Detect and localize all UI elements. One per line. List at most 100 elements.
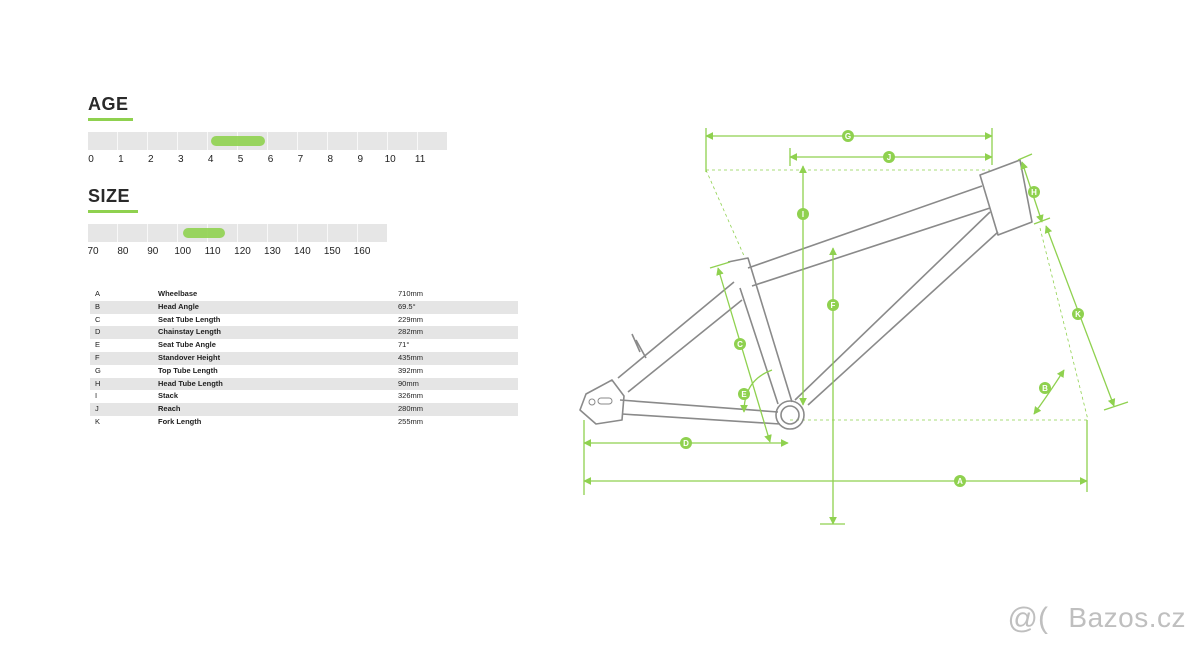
svg-text:E: E (741, 390, 747, 399)
age-scale-cell (118, 132, 148, 150)
spec-name: Fork Length (158, 416, 202, 426)
age-scale-cell (88, 132, 118, 150)
spec-name: Top Tube Length (158, 365, 218, 375)
size-scale-cell (208, 224, 238, 242)
size-scale-cell (118, 224, 148, 242)
dimension-label-h: H (1028, 186, 1040, 198)
size-tick-label: 110 (204, 246, 221, 257)
top-tube (747, 185, 991, 287)
age-tick-label: 10 (384, 154, 396, 165)
spec-value: 255mm (398, 416, 424, 426)
dimension-label-c: C (734, 338, 746, 350)
age-tick-label: 8 (327, 154, 334, 165)
age-scale-bar (88, 132, 447, 150)
age-tick-label: 2 (148, 154, 154, 165)
age-scale-cell (298, 132, 328, 150)
spec-code: G (95, 365, 101, 375)
head-tube (979, 159, 1033, 236)
spec-value: 435mm (398, 352, 424, 362)
spec-name: Seat Tube Angle (158, 340, 216, 350)
age-scale-cell (268, 132, 298, 150)
size-tick-label: 160 (353, 246, 371, 257)
age-scale-cell (328, 132, 358, 150)
spec-code: A (95, 289, 101, 298)
age-tick-label: 5 (237, 154, 244, 165)
svg-text:D: D (683, 439, 689, 448)
svg-text:K: K (1075, 310, 1081, 319)
dimension-lines (583, 128, 1129, 525)
spec-value: 90mm (398, 378, 419, 388)
spec-value: 71° (398, 340, 410, 350)
seat-tube (727, 257, 793, 405)
bike-frame (579, 159, 1033, 430)
age-tick-label: 4 (207, 154, 214, 165)
spec-value: 69.5° (398, 301, 416, 311)
spec-code: C (95, 314, 101, 324)
size-tick-label: 90 (147, 246, 159, 257)
dimension-label-k: K (1072, 308, 1084, 320)
dimension-label-i: I (797, 208, 809, 220)
dimension-labels: G J I F C E D A H K B (680, 130, 1084, 487)
svg-text:C: C (737, 340, 743, 349)
age-title: AGE (88, 94, 129, 114)
chain-stay (619, 399, 781, 425)
spec-code: E (95, 340, 101, 350)
age-tick-label: 1 (118, 154, 124, 165)
dimension-label-j: J (883, 151, 895, 163)
size-tick-label: 70 (87, 246, 99, 257)
size-scale-cell (148, 224, 178, 242)
svg-text:B: B (1042, 384, 1048, 393)
dimension-label-b: B (1039, 382, 1051, 394)
dropout-details (588, 397, 613, 406)
size-tick-label: 130 (264, 246, 281, 257)
watermark-text: Bazos.cz (1068, 602, 1186, 633)
svg-text:I: I (802, 210, 804, 219)
svg-text:G: G (845, 132, 851, 141)
svg-text:A: A (957, 477, 963, 486)
rear-dropout (579, 379, 625, 425)
size-tick-label: 120 (234, 246, 251, 257)
age-scale-cell (418, 132, 447, 150)
svg-text:J: J (887, 153, 891, 162)
spec-value: 326mm (398, 391, 424, 401)
dimension-label-f: F (827, 299, 839, 311)
age-scale-cell (238, 132, 268, 150)
dimension-label-e: E (738, 388, 750, 400)
age-scale-cell (178, 132, 208, 150)
size-scale-cell (268, 224, 298, 242)
at-circle-icon: @( (1007, 602, 1048, 635)
size-title-underline (88, 210, 138, 213)
size-scale-cell (238, 224, 268, 242)
age-tick-label: 9 (357, 154, 364, 165)
age-scale-cell (358, 132, 388, 150)
age-scale-cell (148, 132, 178, 150)
brake-mount (631, 333, 647, 359)
spec-name: Standover Height (158, 352, 221, 362)
age-title-underline (88, 118, 133, 121)
spec-code: K (95, 416, 101, 426)
size-tick-label: 100 (174, 246, 192, 257)
reference-guides (705, 169, 1089, 421)
spec-code: J (95, 404, 99, 414)
spec-value: 392mm (398, 365, 424, 375)
spec-row: K Fork Length 255mm (90, 416, 518, 429)
spec-row: A Wheelbase 710mm (90, 288, 518, 301)
age-scale-cell (388, 132, 418, 150)
spec-row: E Seat Tube Angle 71° (90, 339, 518, 352)
spec-name: Reach (158, 404, 181, 414)
spec-name: Wheelbase (158, 289, 198, 298)
spec-value: 710mm (398, 289, 424, 298)
spec-name: Stack (158, 391, 179, 401)
size-scale-bar (88, 224, 387, 242)
spec-name: Head Angle (158, 301, 199, 311)
size-tick-label: 80 (117, 246, 129, 257)
dimension-label-g: G (842, 130, 854, 142)
age-tick-label: 0 (88, 154, 94, 165)
